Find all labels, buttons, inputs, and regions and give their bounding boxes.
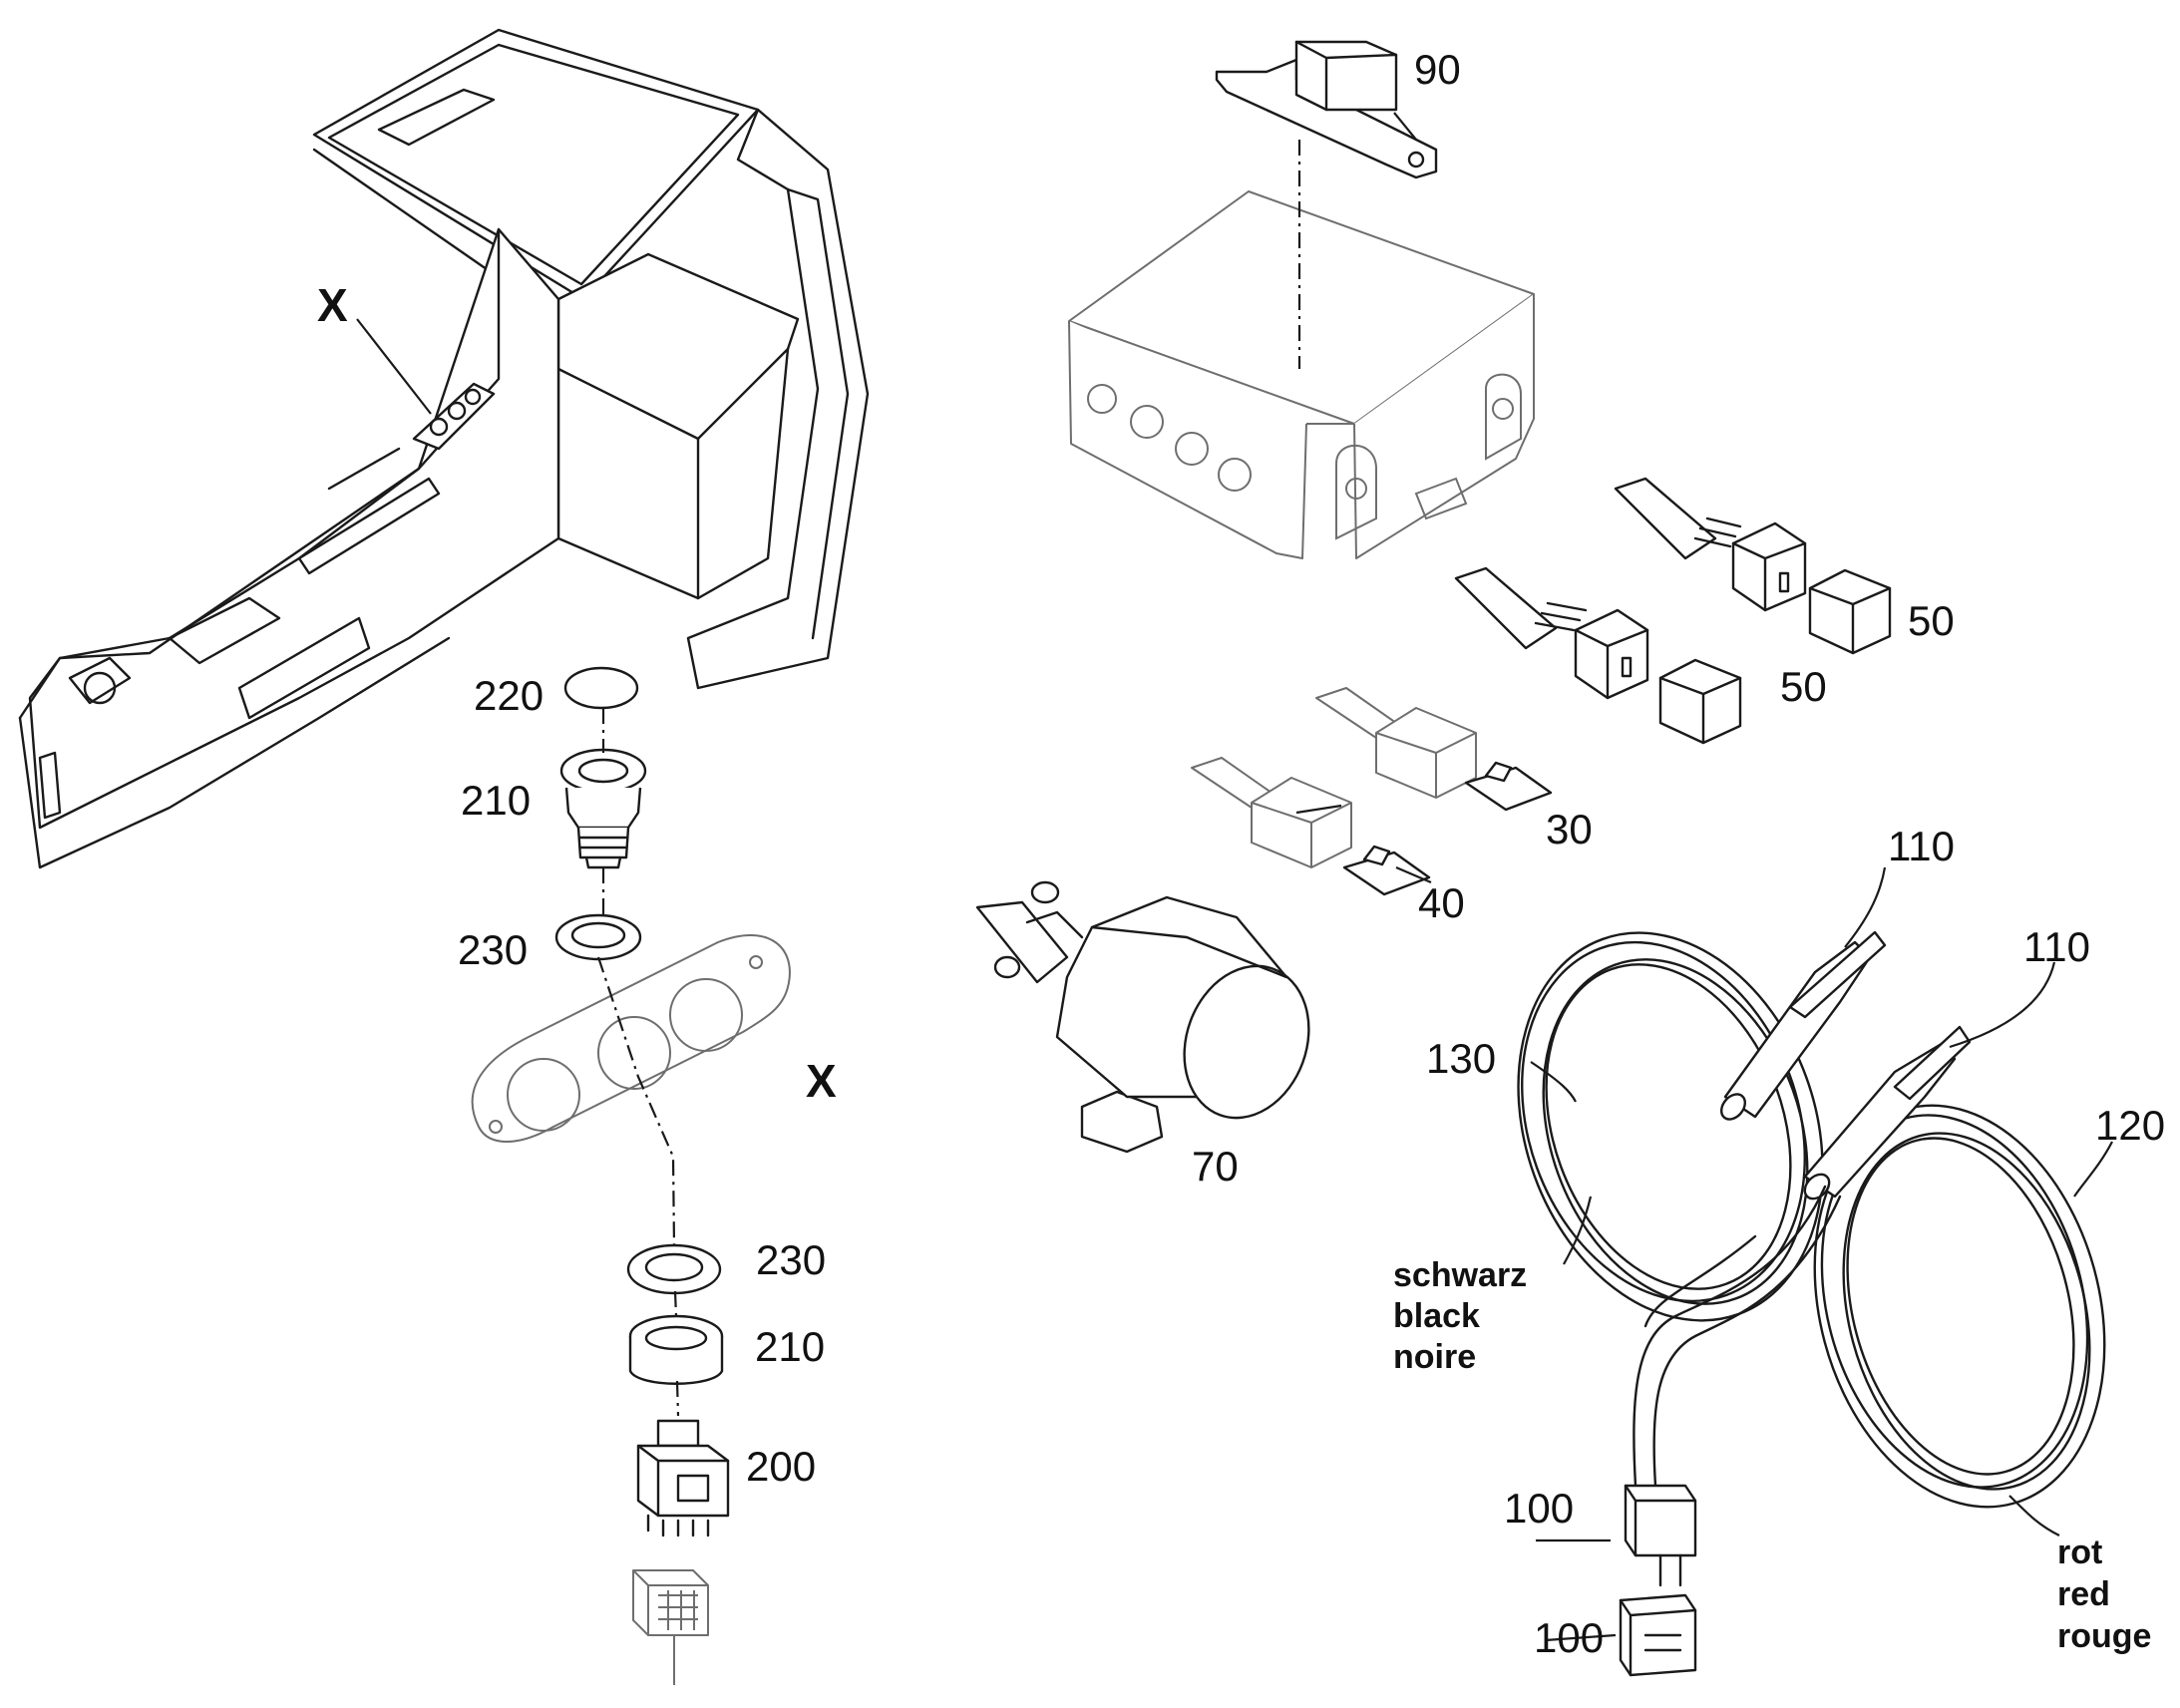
black-cable-label-fr: noire (1393, 1338, 1476, 1376)
cab-frame-drawing (18, 28, 870, 869)
callout-70: 70 (1192, 1143, 1239, 1190)
red-cable-label-fr: rouge (2057, 1617, 2151, 1655)
black-cable-label-en: black (1393, 1297, 1480, 1335)
callout-110-lower: 110 (2023, 923, 2090, 970)
switch-assembly-drawing (471, 666, 791, 1685)
relays-50-drawing (1454, 477, 1892, 745)
callout-50-lower: 50 (1780, 663, 1827, 710)
callout-90: 90 (1414, 46, 1461, 93)
callout-200: 200 (746, 1443, 816, 1490)
callout-100-upper: 100 (1504, 1485, 1574, 1532)
callout-50-upper: 50 (1908, 597, 1955, 644)
red-cable-label-en: red (2057, 1575, 2110, 1613)
black-cable-label-de: schwarz (1393, 1256, 1527, 1294)
leader-lines (1295, 112, 1432, 884)
callout-130: 130 (1426, 1035, 1496, 1082)
callout-230-lower: 230 (756, 1236, 826, 1283)
callout-110-upper: 110 (1888, 823, 1955, 869)
callout-40: 40 (1418, 879, 1465, 926)
callout-120: 120 (2095, 1102, 2165, 1149)
callout-210-upper: 210 (461, 777, 531, 824)
view-marker-x-label: X (317, 279, 348, 331)
relay-90-drawing (1215, 40, 1438, 179)
callout-30: 30 (1546, 806, 1593, 853)
solenoid-70-drawing (975, 880, 1310, 1154)
relay-box-drawing (1068, 140, 1535, 559)
fuses-drawing (1191, 687, 1553, 896)
jumper-cables-drawing (1517, 866, 2113, 1677)
red-cable-label-de: rot (2057, 1534, 2102, 1571)
labels: X X 90 50 50 30 40 70 110 110 130 120 10… (317, 46, 2165, 1661)
callout-210-lower: 210 (755, 1323, 825, 1370)
view-marker-x-detail-label: X (806, 1055, 837, 1107)
callout-220: 220 (474, 672, 544, 719)
callout-230-upper: 230 (458, 926, 528, 973)
callout-100-lower: 100 (1534, 1614, 1604, 1661)
